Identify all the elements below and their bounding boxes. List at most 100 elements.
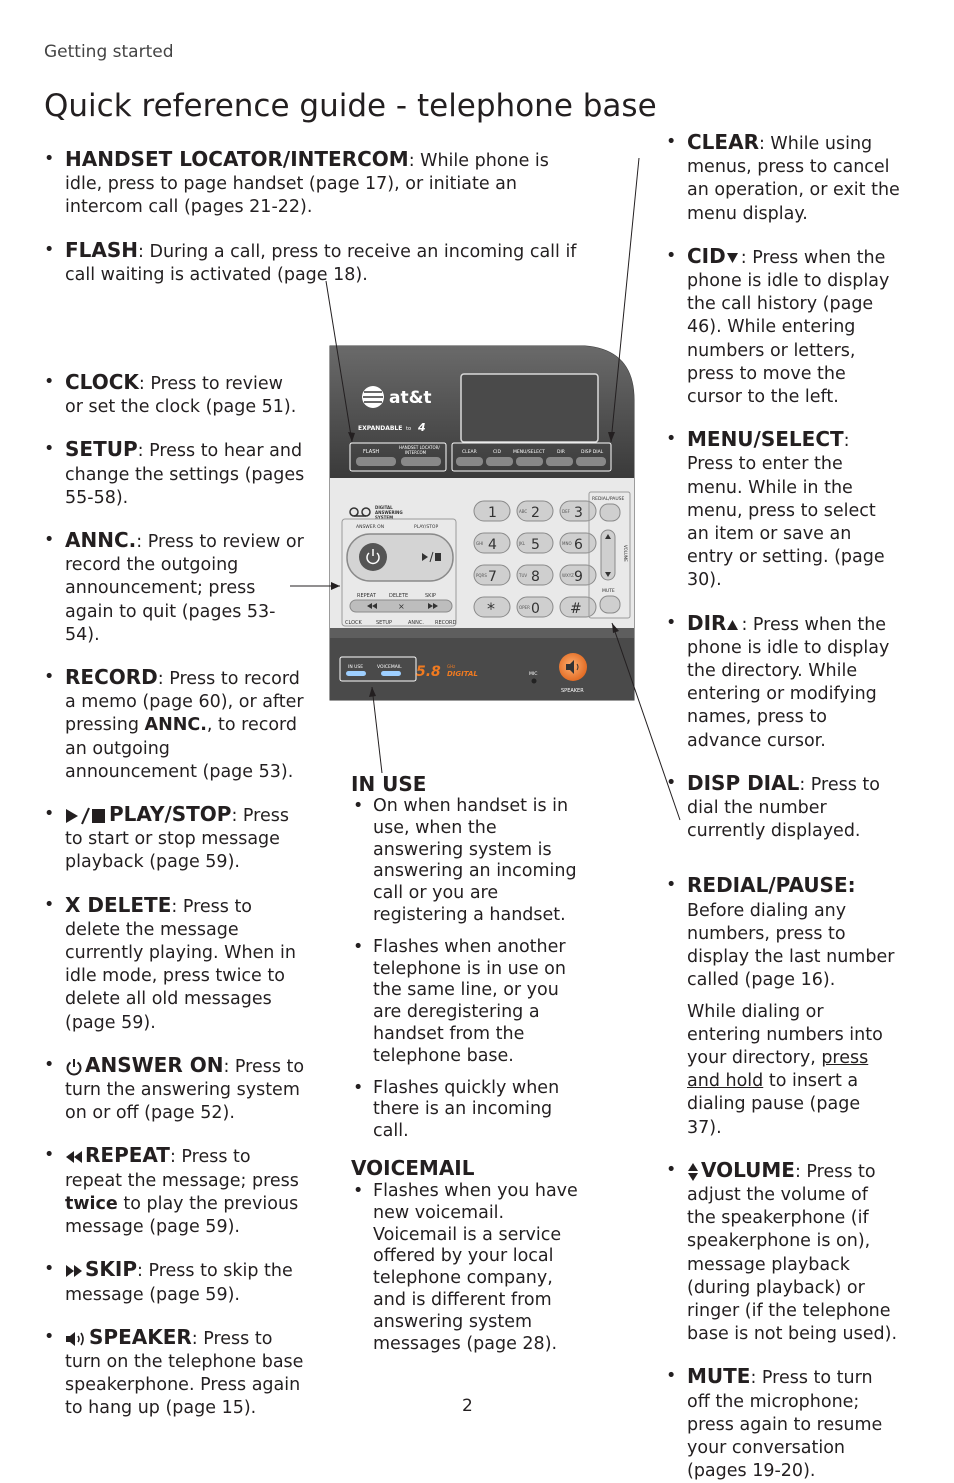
- list-item: DISP DIAL: Press to dial the number curr…: [666, 771, 900, 844]
- svg-text:PLAY/STOP: PLAY/STOP: [414, 524, 438, 530]
- list-item: REPEAT: Press to repeat the message; pre…: [44, 1144, 306, 1239]
- svg-text:DIR: DIR: [557, 449, 565, 455]
- svg-text:JKL: JKL: [518, 541, 526, 546]
- svg-text:*: *: [487, 599, 495, 618]
- side-controls[interactable]: REDIAL/PAUSE VOLUME MUTE: [588, 491, 631, 619]
- svg-text:ABC: ABC: [519, 509, 527, 514]
- list-item: DIR: Press when the phone is idle to dis…: [666, 611, 900, 753]
- play-stop-icon: [66, 807, 105, 825]
- svg-text:FLASH: FLASH: [363, 449, 379, 455]
- svg-text:MENU/SELECT: MENU/SELECT: [513, 449, 545, 455]
- list-item: Flashes quickly when there is an incomin…: [351, 1078, 583, 1143]
- voicemail-heading: VOICEMAIL: [351, 1156, 475, 1180]
- status-leds: IN USE VOICEMAIL: [339, 656, 417, 682]
- voicemail-tape-icon: DIGITAL ANSWERING SYSTEM: [349, 505, 403, 520]
- left-top-list: HANDSET LOCATOR/INTERCOM: While phone is…: [44, 147, 584, 287]
- svg-text:ANSWER ON: ANSWER ON: [356, 524, 384, 530]
- svg-text:EXPANDABLE: EXPANDABLE: [358, 425, 402, 432]
- intercom-key[interactable]: HANDSET LOCATOR/ INTERCOM: [399, 445, 441, 466]
- svg-text:CLEAR: CLEAR: [462, 449, 477, 455]
- svg-text:REDIAL/PAUSE: REDIAL/PAUSE: [592, 496, 625, 502]
- svg-text:9: 9: [574, 569, 583, 585]
- svg-text:ANSWERING: ANSWERING: [375, 510, 403, 515]
- svg-text:INTERCOM: INTERCOM: [405, 450, 427, 455]
- in-use-list: On when handset is in use, when the answ…: [351, 796, 583, 1153]
- list-item: ANNC.: Press to review or record the out…: [44, 528, 306, 647]
- fast-forward-icon: [66, 1265, 82, 1278]
- list-item: HANDSET LOCATOR/INTERCOM: While phone is…: [44, 147, 584, 220]
- svg-text:5.8: 5.8: [416, 664, 441, 680]
- svg-text:VOICEMAIL: VOICEMAIL: [377, 664, 402, 670]
- list-item: Flashes when another telephone is in use…: [351, 937, 583, 1068]
- svg-text:MIC: MIC: [529, 671, 537, 677]
- speaker-button[interactable]: SPEAKER: [559, 653, 587, 694]
- svg-text:3: 3: [574, 505, 583, 521]
- svg-text:×: ×: [398, 602, 405, 611]
- svg-text:8: 8: [531, 569, 540, 585]
- list-item: X DELETE: Press to delete the message cu…: [44, 893, 306, 1035]
- svg-text:4: 4: [417, 421, 426, 434]
- svg-text:to: to: [406, 426, 411, 432]
- svg-text:WXYZ: WXYZ: [562, 573, 574, 578]
- list-item: Flashes when you have new voicemail. Voi…: [351, 1181, 583, 1355]
- menu-keys[interactable]: CLEAR CID MENU/SELECT DIR DISP DIAL: [456, 449, 606, 466]
- list-item: VOLUME: Press to adjust the volume of th…: [666, 1158, 900, 1347]
- flash-key[interactable]: FLASH: [356, 449, 396, 466]
- right-list: CLEAR: While using menus, press to cance…: [666, 130, 900, 1483]
- power-icon: [66, 1058, 82, 1076]
- svg-text:VOLUME: VOLUME: [623, 545, 628, 562]
- answering-panel: ANSWER ON PLAY/STOP REPEAT DELETE SKIP ×…: [341, 518, 457, 627]
- svg-text:SETUP: SETUP: [376, 620, 392, 626]
- callout-lines: [290, 157, 681, 821]
- svg-text:HANDSET LOCATOR/: HANDSET LOCATOR/: [399, 445, 440, 450]
- left-list: CLOCK: Press to review or set the clock …: [44, 370, 306, 1421]
- list-item: SKIP: Press to skip the message (page 59…: [44, 1258, 306, 1306]
- svg-text:DIGITAL: DIGITAL: [447, 670, 478, 678]
- svg-text:SPEAKER: SPEAKER: [561, 688, 584, 694]
- up-arrow-icon: [727, 619, 739, 630]
- svg-text:CLOCK: CLOCK: [345, 620, 363, 626]
- svg-text:MUTE: MUTE: [602, 588, 615, 594]
- keypad[interactable]: 1 2 3 4 5 6 7 8 9 * 0 # ABC DEF GHI JKL …: [473, 500, 597, 618]
- svg-text:TUV: TUV: [518, 573, 527, 578]
- svg-text:DIGITAL: DIGITAL: [375, 505, 393, 510]
- svg-text:RECORD: RECORD: [435, 620, 457, 626]
- speaker-icon: [66, 1331, 84, 1346]
- list-item: RECORD: Press to record a memo (page 60)…: [44, 665, 306, 784]
- svg-text:4: 4: [488, 537, 497, 553]
- microphone: MIC: [529, 671, 537, 684]
- svg-text:2: 2: [531, 505, 540, 521]
- list-item: MUTE: Press to turn off the microphone; …: [666, 1365, 900, 1483]
- svg-text:IN USE: IN USE: [348, 664, 363, 670]
- list-item: CID: Press when the phone is idle to dis…: [666, 244, 900, 409]
- rewind-icon: [66, 1151, 82, 1164]
- page-title: Quick reference guide - telephone base: [44, 88, 657, 124]
- in-use-heading: IN USE: [351, 772, 427, 796]
- digital-logo: 5.8 GHz DIGITAL: [416, 664, 478, 680]
- down-arrow-icon: [726, 252, 738, 263]
- svg-text:SKIP: SKIP: [425, 593, 436, 599]
- volume-arrows-icon: [688, 1162, 698, 1181]
- svg-text:5: 5: [531, 537, 540, 553]
- list-item: REDIAL/PAUSE: Before dialing any numbers…: [666, 874, 900, 1139]
- svg-text:6: 6: [574, 537, 583, 553]
- list-item: CLOCK: Press to review or set the clock …: [44, 370, 306, 419]
- list-item: SPEAKER: Press to turn on the telephone …: [44, 1325, 306, 1421]
- svg-text:DELETE: DELETE: [389, 593, 408, 599]
- svg-text:SYSTEM: SYSTEM: [375, 515, 393, 520]
- list-item: ANSWER ON: Press to turn the answering s…: [44, 1053, 306, 1126]
- display-screen: [460, 373, 599, 443]
- svg-text:DEF: DEF: [562, 509, 571, 514]
- page-number: 2: [462, 1396, 473, 1416]
- svg-text:ANNC.: ANNC.: [408, 620, 424, 626]
- section-label: Getting started: [44, 42, 174, 62]
- svg-text:PQRS: PQRS: [476, 573, 487, 578]
- list-item: FLASH: During a call, press to receive a…: [44, 238, 584, 287]
- list-item: MENU/SELECT: Press to enter the menu. Wh…: [666, 428, 900, 592]
- list-item: SETUP: Press to hear and change the sett…: [44, 438, 306, 510]
- svg-text:1: 1: [488, 505, 497, 521]
- svg-text:CID: CID: [493, 449, 501, 455]
- list-item: CLEAR: While using menus, press to cance…: [666, 130, 900, 226]
- svg-text:GHI: GHI: [476, 541, 483, 546]
